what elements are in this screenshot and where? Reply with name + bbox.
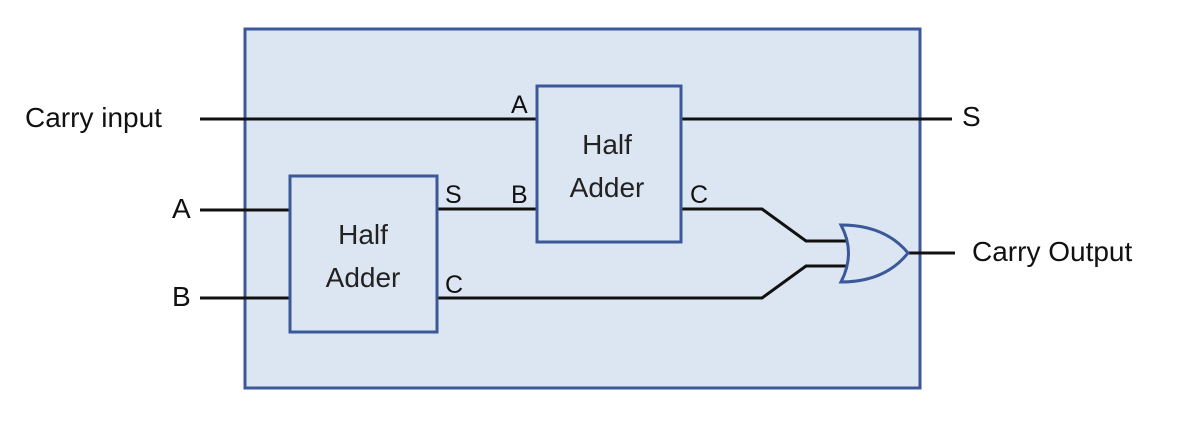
ha2-carry-to-or-wire	[681, 207, 848, 243]
carry-output-label: Carry Output	[972, 236, 1132, 267]
half-adder-1-label-line2: Adder	[326, 262, 401, 293]
half-adder-2-port-a: A	[511, 91, 528, 119]
half-adder-1	[288, 174, 439, 334]
half-adder-2	[535, 84, 683, 244]
b-input-label: B	[172, 281, 191, 312]
half-adder-1-port-c: C	[445, 271, 463, 299]
or-gate	[838, 223, 910, 284]
half-adder-2-port-c: C	[690, 181, 708, 209]
half-adder-1-label-line1: Half	[338, 219, 388, 250]
sum-output-label: S	[962, 101, 981, 132]
half-adder-2-label-line2: Adder	[570, 172, 645, 203]
a-input-label: A	[172, 193, 191, 224]
half-adder-1-port-s: S	[445, 181, 462, 209]
half-adder-2-label-line1: Half	[582, 129, 632, 160]
ha1-carry-to-or-wire	[437, 264, 848, 300]
carry-input-label: Carry input	[25, 102, 162, 133]
half-adder-2-port-b: B	[511, 181, 528, 209]
